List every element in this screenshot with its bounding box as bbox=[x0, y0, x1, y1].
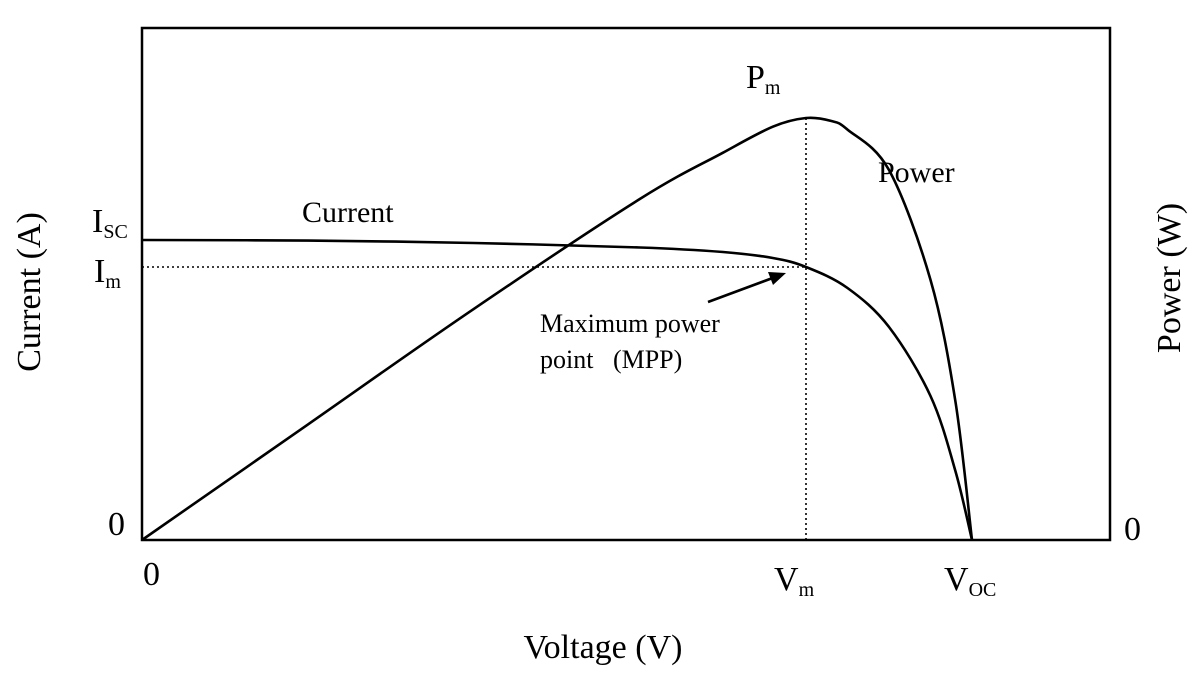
plot-frame bbox=[140, 26, 1112, 542]
mpp-annotation-line2: point (MPP) bbox=[540, 345, 682, 374]
current-curve bbox=[141, 238, 974, 541]
y-tick-im: Im bbox=[94, 253, 121, 293]
x-axis-title: Voltage (V) bbox=[524, 629, 683, 666]
x-tick-zero: 0 bbox=[143, 556, 160, 593]
peak-label: Pm bbox=[746, 59, 781, 99]
mpp-arrow-shaft bbox=[707, 274, 779, 304]
x-tick-vm: Vm bbox=[774, 561, 815, 601]
y-tick-isc: ISC bbox=[92, 203, 128, 243]
y-tick-zero-left: 0 bbox=[108, 506, 125, 543]
mpp-annotation-line1: Maximum power bbox=[540, 309, 720, 338]
power-curve bbox=[141, 116, 974, 542]
x-tick-voc: VOC bbox=[944, 561, 996, 601]
mpp-arrow-head bbox=[768, 272, 786, 285]
y-axis-title-left: Current (A) bbox=[11, 212, 48, 372]
series-label-power: Power bbox=[878, 156, 955, 189]
series-label-current: Current bbox=[302, 196, 394, 229]
y-axis-title-right: Power (W) bbox=[1151, 203, 1188, 353]
y-tick-zero-right: 0 bbox=[1124, 511, 1141, 548]
